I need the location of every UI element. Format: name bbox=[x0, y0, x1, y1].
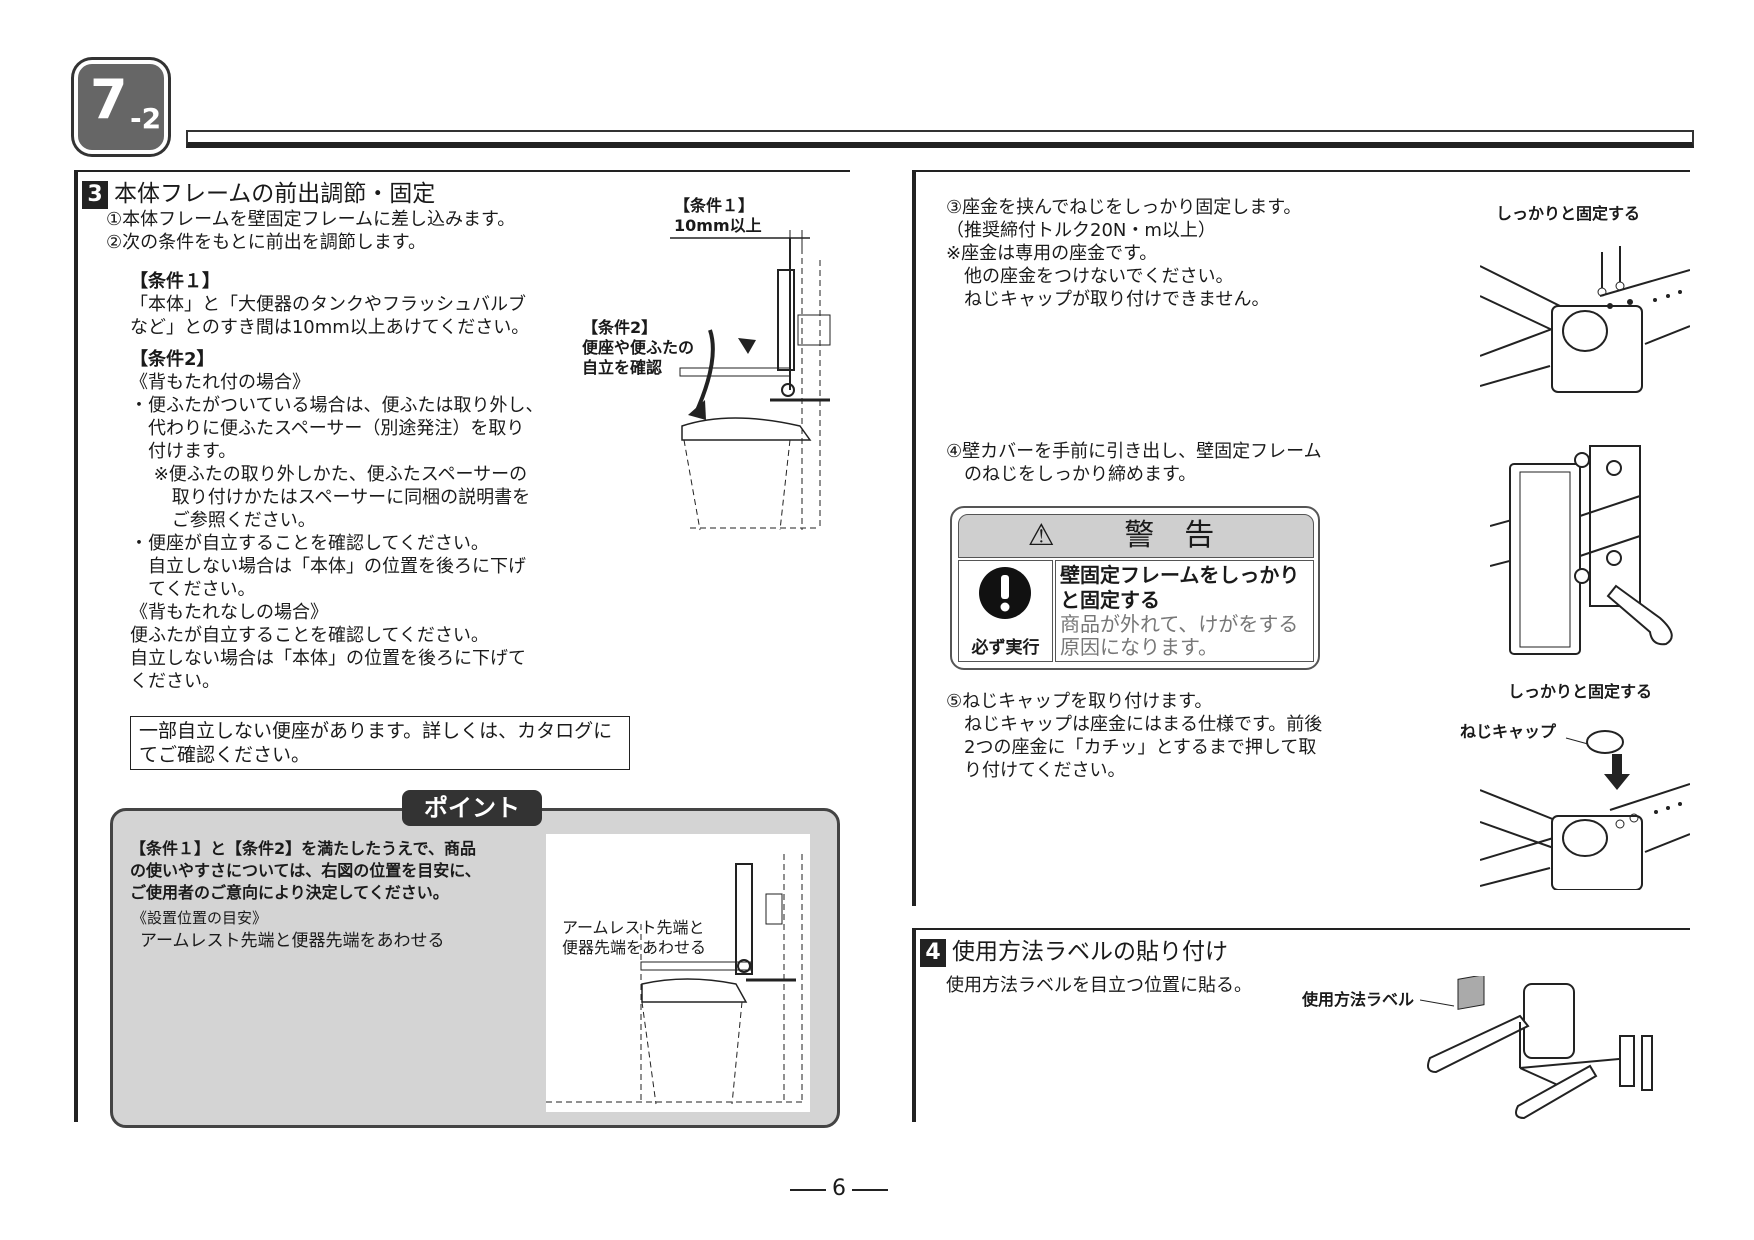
chapter-number: 7 bbox=[90, 68, 128, 131]
step3-note: ※座金は専用の座金です。 他の座金をつけないでください。 ねじキャップが取り付け… bbox=[946, 243, 1270, 310]
must-do-label: 必ず実行 bbox=[971, 638, 1040, 658]
diagram-cond1-label: 【条件１】 10mm以上 bbox=[674, 196, 762, 235]
cond2-heading: 【条件2】 bbox=[130, 349, 215, 370]
diagram-cond2-label: 【条件2】 便座や便ふたの 自立を確認 bbox=[582, 318, 695, 377]
warning-header: ⚠ 警告 bbox=[958, 514, 1314, 558]
armrest-label-diagram bbox=[1420, 976, 1653, 1120]
cap-label: ねじキャップ bbox=[1460, 722, 1557, 741]
washer-screw-diagram bbox=[1480, 246, 1690, 393]
warning-title: 警告 bbox=[1124, 518, 1245, 553]
page-rule-right bbox=[852, 1189, 888, 1191]
page-number: 6 bbox=[832, 1176, 846, 1201]
cond2-case1-text: ・便ふたがついている場合は、便ふたは取り外し、 代わりに便ふたスペーサー（別途発… bbox=[130, 395, 544, 600]
section4-top-rule bbox=[912, 928, 1690, 930]
warning-triangle-icon: ⚠ bbox=[1027, 518, 1085, 553]
wall-frame-wrench-diagram bbox=[1490, 445, 1673, 655]
point-tab: ポイント bbox=[402, 790, 542, 826]
step4-text: ④壁カバーを手前に引き出し、壁固定フレーム のねじをしっかり締めます。 bbox=[946, 441, 1322, 485]
must-do-cell: 必ず実行 bbox=[958, 560, 1053, 662]
header-rule bbox=[186, 130, 1694, 148]
step3-torque: （推奨締付トルク20N・m以上） bbox=[946, 220, 1216, 241]
page-rule-left bbox=[790, 1189, 826, 1191]
fix-label-1: しっかりと固定する bbox=[1496, 204, 1641, 223]
point-bold-text: 【条件１】と【条件2】を満たしたうえで、商品 の使いやすさについては、右図の位置… bbox=[130, 839, 481, 902]
toilet-side-diagram bbox=[670, 230, 831, 531]
section3-title: 本体フレームの前出調節・固定 bbox=[114, 181, 436, 207]
section4-number: 4 bbox=[920, 939, 946, 967]
cond2-case1-title: 《背もたれ付の場合》 bbox=[130, 372, 310, 393]
section3-step2: ②次の条件をもとに前出を調節します。 bbox=[106, 232, 426, 253]
usage-label-caption: 使用方法ラベル bbox=[1302, 990, 1415, 1009]
armrest-alignment-diagram bbox=[546, 854, 803, 1105]
step3-text: ③座金を挟んでねじをしっかり固定します。 bbox=[946, 197, 1302, 218]
point-image bbox=[546, 834, 810, 1112]
cond2-case2-text: 便ふたが自立することを確認してください。 自立しない場合は「本体」の位置を後ろに… bbox=[130, 625, 526, 692]
cond1-text: 「本体」と「大便器のタンクやフラッシュバルブ など」とのすき間は10mm以上あけ… bbox=[130, 294, 530, 338]
mandatory-exclamation-icon bbox=[979, 567, 1031, 619]
right-left-rule bbox=[912, 170, 916, 906]
cond1-heading: 【条件１】 bbox=[130, 271, 220, 292]
warning-text: 商品が外れて、けがをする 原因になります。 bbox=[1060, 612, 1299, 659]
screw-cap-diagram bbox=[1480, 730, 1690, 890]
section3-number: 3 bbox=[82, 181, 108, 209]
point-sub-text: アームレスト先端と便器先端をあわせる bbox=[140, 931, 445, 951]
warning-bold-text: 壁固定フレームをしっかり と固定する bbox=[1060, 563, 1300, 612]
section4-title: 使用方法ラベルの貼り付け bbox=[952, 939, 1228, 965]
point-image-label: アームレスト先端と 便器先端をあわせる bbox=[562, 918, 707, 957]
cond2-case2-title: 《背もたれなしの場合》 bbox=[130, 602, 328, 623]
right-top-rule bbox=[912, 170, 1690, 172]
warning-message-cell: 壁固定フレームをしっかり と固定する 商品が外れて、けがをする 原因になります。 bbox=[1055, 560, 1314, 662]
step5-text: ⑤ねじキャップを取り付けます。 ねじキャップは座金にはまる仕様です。前後 2つの… bbox=[946, 691, 1323, 781]
section4-left-rule bbox=[912, 928, 916, 1122]
warning-box: ⚠ 警告 必ず実行 壁固定フレームをしっかり と固定する 商品が外れて、けがをす… bbox=[950, 506, 1320, 670]
section3-left-rule bbox=[74, 170, 78, 1122]
chapter-badge: 7 -2 bbox=[74, 60, 168, 154]
point-sub-title: 《設置位置の目安》 bbox=[132, 909, 268, 927]
fix-label-2: しっかりと固定する bbox=[1508, 682, 1653, 701]
chapter-sub-number: -2 bbox=[130, 102, 162, 135]
note-box: 一部自立しない便座があります。詳しくは、カタログに てご確認ください。 bbox=[130, 716, 630, 770]
section4-text: 使用方法ラベルを目立つ位置に貼る。 bbox=[946, 975, 1252, 996]
section3-step1: ①本体フレームを壁固定フレームに差し込みます。 bbox=[106, 209, 516, 230]
section3-top-rule bbox=[74, 170, 850, 172]
